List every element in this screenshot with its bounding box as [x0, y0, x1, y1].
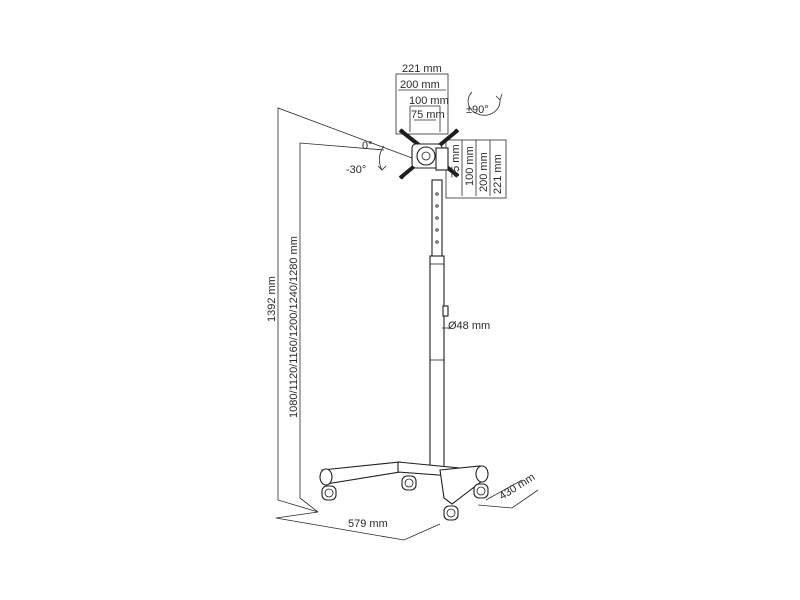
- vesa-221-horizontal-label: 221 mm: [402, 63, 442, 75]
- rotation-arrow-icon: [467, 91, 503, 116]
- caster-wheel-icon: [401, 475, 417, 491]
- caster-wheel-icon: [321, 485, 337, 501]
- base-dimension-lines: [275, 479, 539, 541]
- adjustable-height-label: 1080/1120/1160/1200/1240/1280 mm: [288, 236, 300, 418]
- vesa-75-horizontal-label: 75 mm: [411, 109, 445, 121]
- base-width-label: 579 mm: [348, 518, 388, 530]
- caster-wheel-icon: [443, 505, 459, 521]
- base-legs: [319, 461, 489, 521]
- vesa-75-vertical-label: 75 mm: [450, 144, 462, 178]
- tilt-zero-label: 0°: [362, 140, 373, 152]
- vesa-mount-head: [398, 128, 460, 180]
- vesa-100-vertical-label: 100 mm: [464, 146, 476, 186]
- vesa-horizontal-dims: [395, 73, 449, 135]
- caster-wheel-icon: [473, 483, 489, 499]
- pole-diameter-label: Ø48 mm: [448, 320, 490, 332]
- tilt-arrow-icon: [377, 145, 387, 171]
- vesa-200-horizontal-label: 200 mm: [400, 79, 440, 91]
- height-dimension-lines: [277, 107, 413, 513]
- rotation-label: ±90°: [466, 104, 489, 116]
- base-depth-label: 430 mm: [497, 471, 537, 502]
- vesa-200-vertical-label: 200 mm: [478, 152, 490, 192]
- pole: [429, 179, 450, 475]
- total-height-label: 1392 mm: [266, 276, 278, 322]
- tilt-minus-30-label: -30°: [346, 164, 366, 176]
- vesa-221-vertical-label: 221 mm: [492, 154, 504, 194]
- vesa-100-horizontal-label: 100 mm: [409, 95, 449, 107]
